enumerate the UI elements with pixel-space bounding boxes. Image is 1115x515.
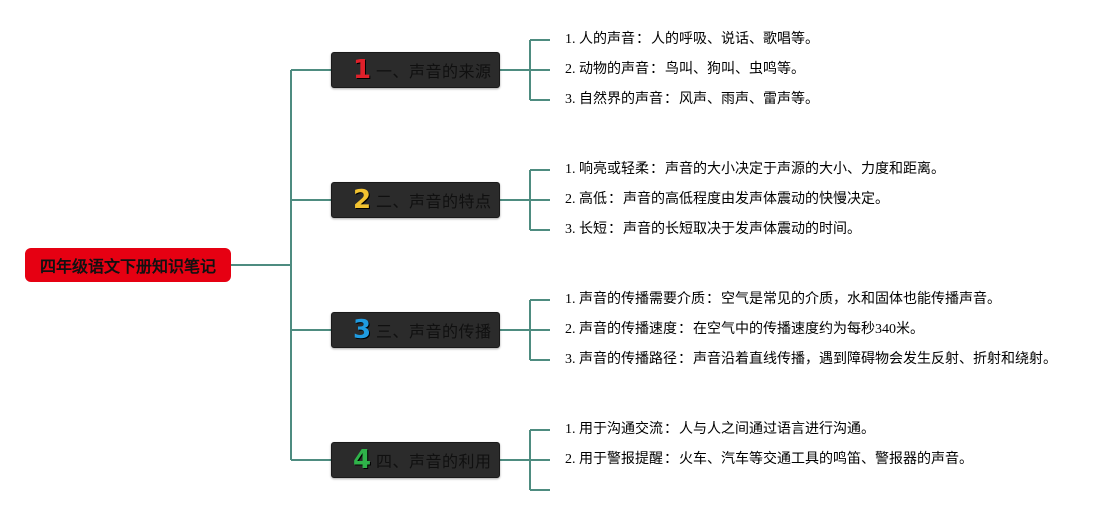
branch-topic-label: 三、声音的传播: [376, 324, 492, 341]
leaf-description: 空气是常见的介质，水和固体也能传播声音。: [721, 292, 1001, 307]
leaf-colon: ：: [706, 292, 720, 307]
leaf-index: 3.: [565, 222, 576, 237]
leaf-term: 用于警报提醒: [579, 452, 663, 467]
leaf-term: 用于沟通交流: [579, 422, 663, 437]
leaf-description: 在空气中的传播速度约为每秒340米。: [693, 322, 924, 337]
leaf-index: 3.: [565, 352, 576, 367]
leaf-index: 1.: [565, 162, 576, 177]
leaf-description: 声音的大小决定于声源的大小、力度和距离。: [665, 162, 945, 177]
leaf-term: 响亮或轻柔: [579, 162, 649, 177]
leaf-colon: ：: [678, 322, 692, 337]
leaf-term: 声音的传播速度: [579, 322, 677, 337]
branch-topic-label: 四、声音的利用: [376, 454, 492, 471]
leaf-term: 人的声音: [579, 32, 635, 47]
leaf-term: 动物的声音: [579, 62, 649, 77]
root-topic-label: 四年级语文下册知识笔记: [39, 259, 216, 276]
leaf-topic[interactable]: 3. 长短：声音的长短取决于发声体震动的时间。: [565, 220, 861, 240]
leaf-index: 3.: [565, 92, 576, 107]
branch-topic-label: 二、声音的特点: [376, 194, 492, 211]
leaf-index: 1.: [565, 292, 576, 307]
leaf-term: 自然界的声音: [579, 92, 663, 107]
leaf-term: 长短: [579, 222, 607, 237]
leaf-topic[interactable]: 1. 人的声音：人的呼吸、说话、歌唱等。: [565, 30, 819, 50]
leaf-description: 人与人之间通过语言进行沟通。: [679, 422, 875, 437]
leaf-description: 声音的长短取决于发声体震动的时间。: [623, 222, 861, 237]
branch-number-badge: 2: [352, 185, 372, 215]
leaf-topic[interactable]: 3. 声音的传播路径：声音沿着直线传播，遇到障碍物会发生反射、折射和绕射。: [565, 350, 1057, 370]
leaf-topic[interactable]: 2. 声音的传播速度：在空气中的传播速度约为每秒340米。: [565, 320, 924, 340]
leaf-term: 高低: [579, 192, 607, 207]
leaf-colon: ：: [664, 92, 678, 107]
leaf-index: 2.: [565, 192, 576, 207]
leaf-index: 1.: [565, 422, 576, 437]
leaf-colon: ：: [664, 452, 678, 467]
leaf-topic[interactable]: 1. 用于沟通交流：人与人之间通过语言进行沟通。: [565, 420, 875, 440]
leaf-description: 火车、汽车等交通工具的鸣笛、警报器的声音。: [679, 452, 973, 467]
leaf-colon: ：: [664, 422, 678, 437]
leaf-description: 声音的高低程度由发声体震动的快慢决定。: [623, 192, 889, 207]
leaf-description: 鸟叫、狗叫、虫鸣等。: [665, 62, 805, 77]
leaf-description: 风声、雨声、雷声等。: [679, 92, 819, 107]
leaf-term: 声音的传播路径: [579, 352, 677, 367]
leaf-index: 2.: [565, 452, 576, 467]
leaf-index: 2.: [565, 322, 576, 337]
root-topic[interactable]: 四年级语文下册知识笔记: [25, 248, 231, 282]
branch-number-badge: 1: [352, 55, 372, 85]
leaf-topic[interactable]: 2. 动物的声音：鸟叫、狗叫、虫鸣等。: [565, 60, 805, 80]
leaf-colon: ：: [608, 222, 622, 237]
leaf-colon: ：: [650, 162, 664, 177]
leaf-colon: ：: [608, 192, 622, 207]
leaf-topic[interactable]: 3. 自然界的声音：风声、雨声、雷声等。: [565, 90, 819, 110]
leaf-topic[interactable]: 1. 响亮或轻柔：声音的大小决定于声源的大小、力度和距离。: [565, 160, 945, 180]
leaf-index: 1.: [565, 32, 576, 47]
leaf-description: 声音沿着直线传播，遇到障碍物会发生反射、折射和绕射。: [693, 352, 1057, 367]
leaf-topic[interactable]: 2. 用于警报提醒：火车、汽车等交通工具的鸣笛、警报器的声音。: [565, 450, 973, 470]
leaf-colon: ：: [650, 62, 664, 77]
leaf-index: 2.: [565, 62, 576, 77]
leaf-term: 声音的传播需要介质: [579, 292, 705, 307]
branch-topic-label: 一、声音的来源: [376, 64, 492, 81]
leaf-colon: ：: [678, 352, 692, 367]
branch-number-badge: 3: [352, 315, 372, 345]
branch-number-badge: 4: [352, 445, 372, 475]
leaf-colon: ：: [636, 32, 650, 47]
leaf-topic[interactable]: 1. 声音的传播需要介质：空气是常见的介质，水和固体也能传播声音。: [565, 290, 1001, 310]
leaf-description: 人的呼吸、说话、歌唱等。: [651, 32, 819, 47]
leaf-topic[interactable]: 2. 高低：声音的高低程度由发声体震动的快慢决定。: [565, 190, 889, 210]
